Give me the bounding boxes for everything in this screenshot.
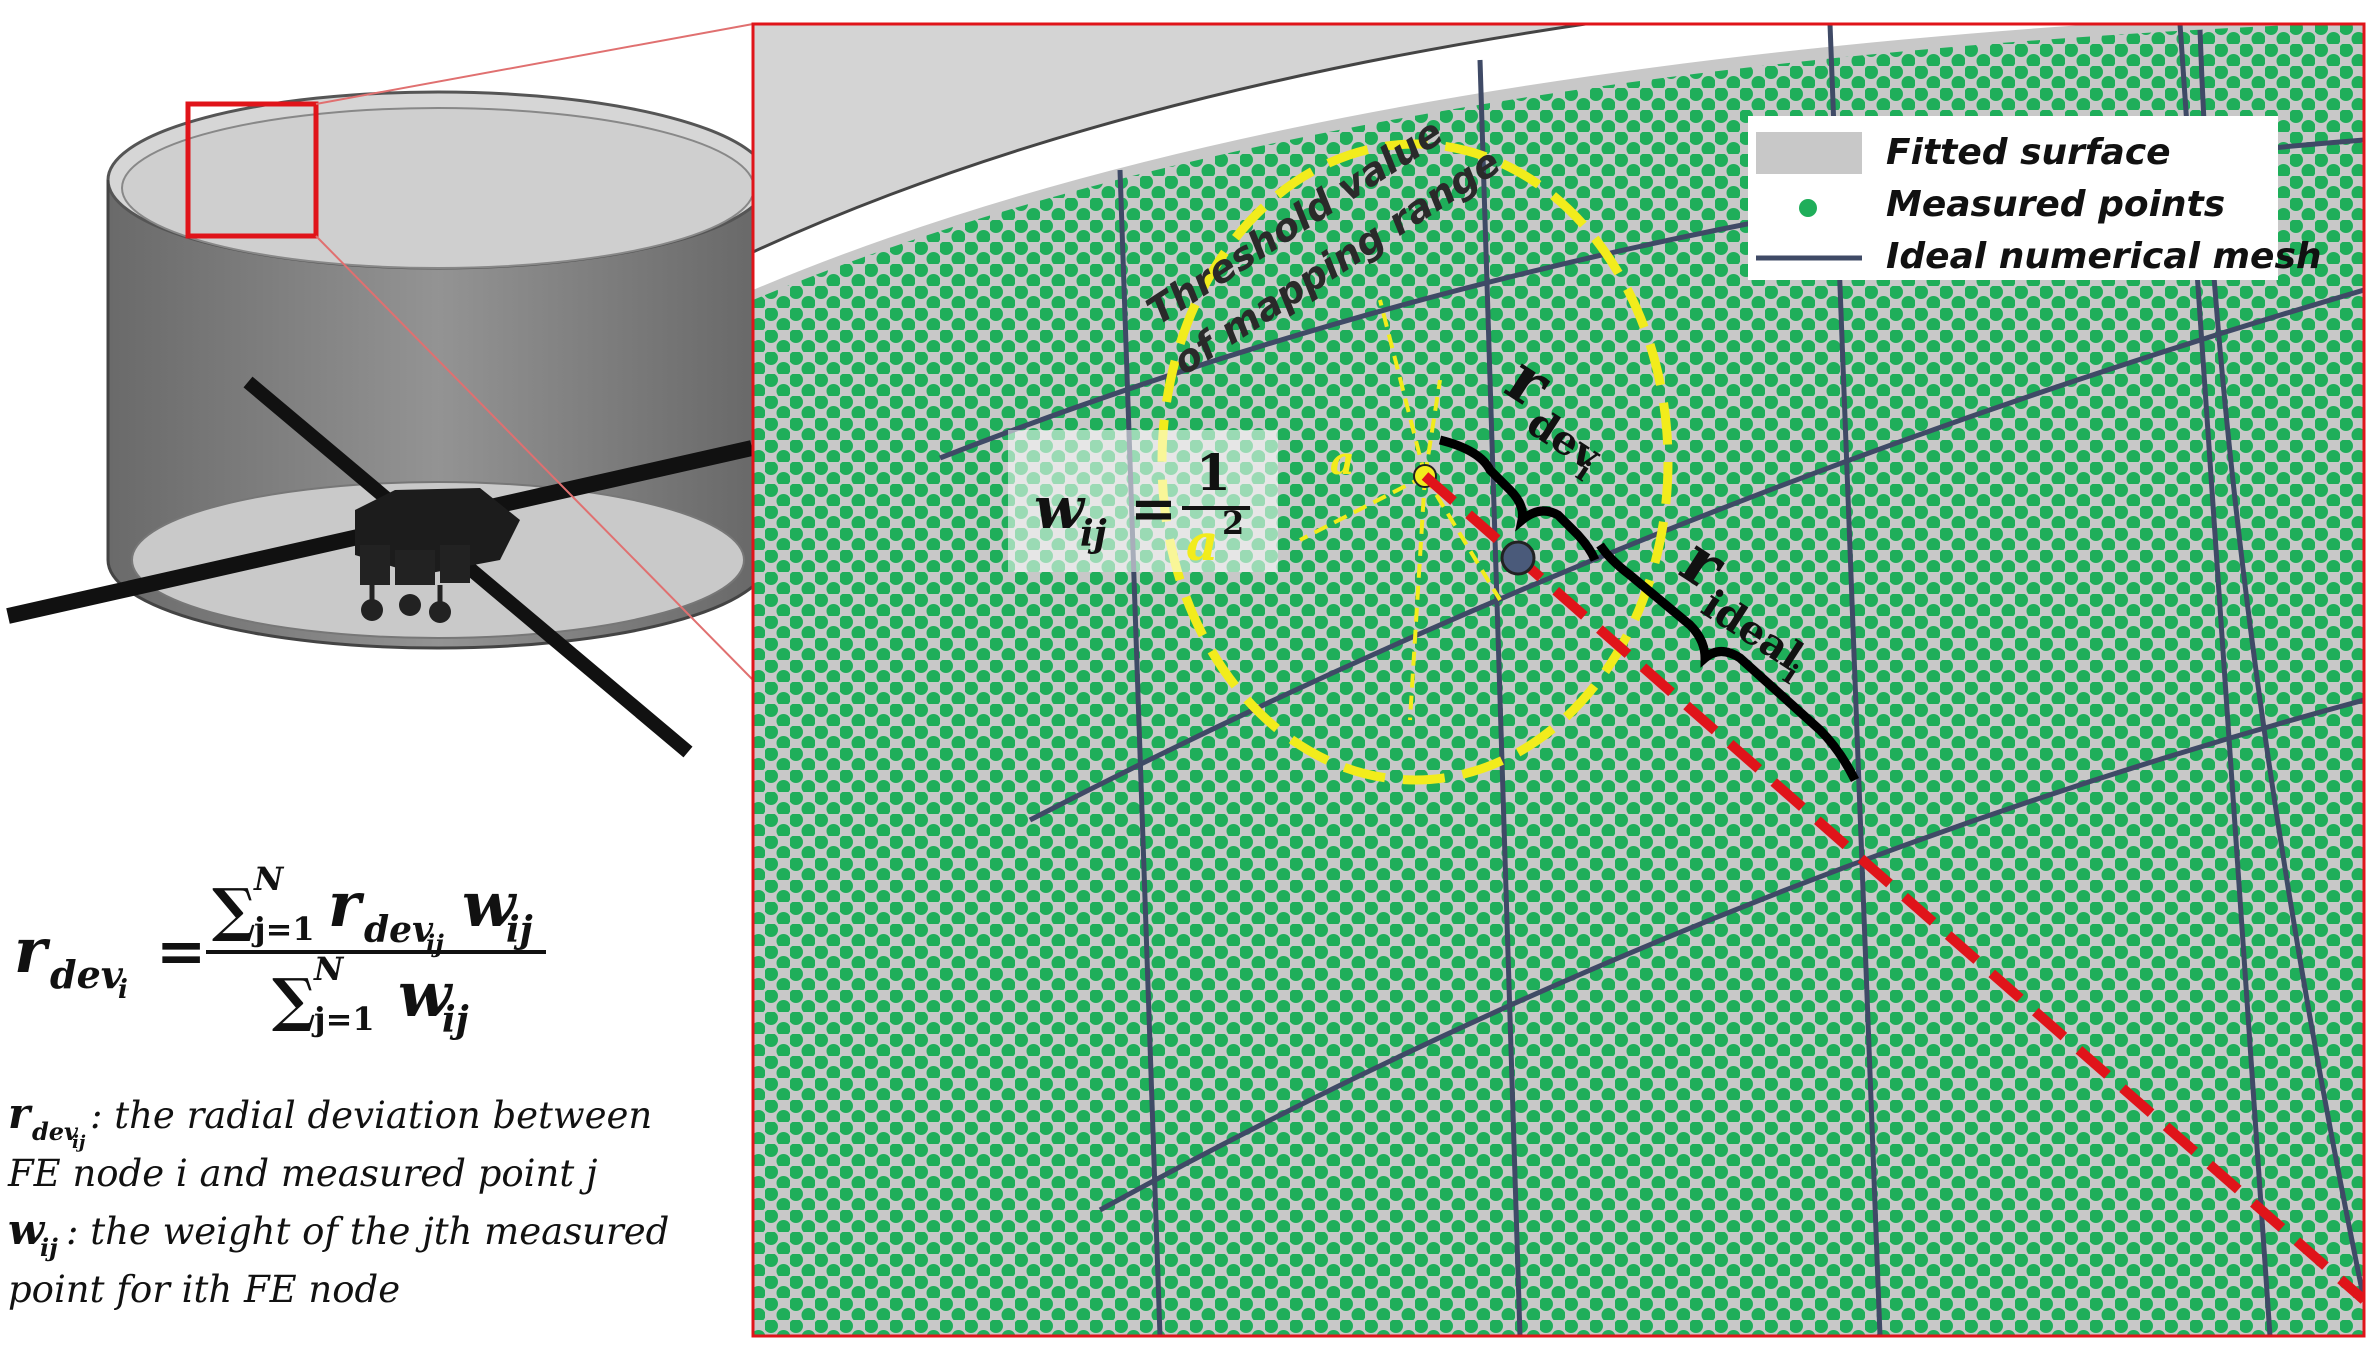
threshold-circle (1157, 139, 1673, 785)
cylinder-inner-top (121, 107, 755, 269)
measured-points-field (753, 24, 2364, 1336)
legend-label-points: Measured points (1886, 184, 2225, 225)
hub-components (360, 545, 470, 623)
den-w: w (398, 958, 454, 1031)
def-rdev-text1: : the radial deviation between (90, 1094, 652, 1137)
den-sum-upper: N (313, 950, 345, 988)
weight-lhs-sub: ij (1080, 513, 1107, 555)
def-rdev-sub: dev (32, 1117, 79, 1146)
zoom-source-box (185, 101, 319, 239)
num-r: r (328, 868, 365, 941)
zoom-connector-bottom (315, 235, 754, 681)
den-sum-symbol: ∑ (272, 966, 316, 1034)
surface-outer-edge (753, 24, 1596, 254)
main-formula: r dev i = ∑ N j=1 r dev ij w ij ∑ N j=1 … (14, 860, 546, 1041)
den-w-sub: ij (442, 999, 469, 1041)
def-rdev-text2: FE node i and measured point j (7, 1152, 597, 1195)
radial-direction-line (1421, 472, 2364, 1304)
weight-formula-box (1008, 430, 1278, 572)
zoom-frame (751, 22, 2366, 1338)
num-w-sub: ij (506, 909, 533, 951)
cylinder-model (6, 90, 770, 758)
weight-equals: = (1130, 476, 1177, 542)
num-sum-symbol: ∑ (212, 876, 256, 944)
def-rdev-subsub: ij (72, 1132, 86, 1153)
main-lhs-sub: dev (50, 952, 124, 997)
def-w-sub: ij (40, 1233, 58, 1262)
zoom-connector-top (315, 23, 754, 105)
num-r-sub: dev (364, 909, 434, 951)
weight-denominator-var: a (1186, 513, 1218, 572)
weight-denominator-exp: 2 (1222, 504, 1244, 542)
legend-label-mesh: Ideal numerical mesh (1886, 236, 2322, 277)
ideal-node-point (1500, 540, 1536, 576)
main-equals: = (156, 917, 206, 987)
legend: Fitted surface Measured points Ideal num… (1748, 116, 2322, 280)
num-sum-lower: j=1 (251, 910, 315, 948)
weight-numerator: 1 (1196, 443, 1231, 502)
weight-lhs: w (1034, 474, 1086, 542)
num-w: w (462, 868, 518, 941)
legend-label-surface: Fitted surface (1886, 132, 2171, 173)
den-sum-lower: j=1 (311, 1000, 375, 1038)
definitions: r dev ij : the radial deviation between … (7, 1089, 669, 1311)
weight-formula: w ij = 1 a 2 (1034, 443, 1250, 572)
zoom-panel (753, 24, 2364, 1336)
rdev-brace (1438, 435, 1600, 562)
main-lhs-subsub: i (118, 975, 128, 1005)
def-w-text2: point for ith FE node (8, 1268, 400, 1311)
cylinder-outline (106, 180, 770, 650)
angle-label: a (1330, 438, 1355, 483)
rideal-brace (1596, 542, 1860, 783)
surface-edge-band (753, 24, 2364, 252)
legend-swatch-surface (1756, 132, 1862, 174)
def-w-text1: : the weight of the jth measured (66, 1210, 669, 1253)
legend-swatch-points (1799, 199, 1817, 217)
main-lhs: r (14, 914, 51, 987)
def-rdev-sym: r (8, 1089, 33, 1138)
threshold-rays (1299, 299, 1502, 721)
def-w-sym: w (8, 1205, 46, 1254)
num-sum-upper: N (253, 860, 285, 898)
